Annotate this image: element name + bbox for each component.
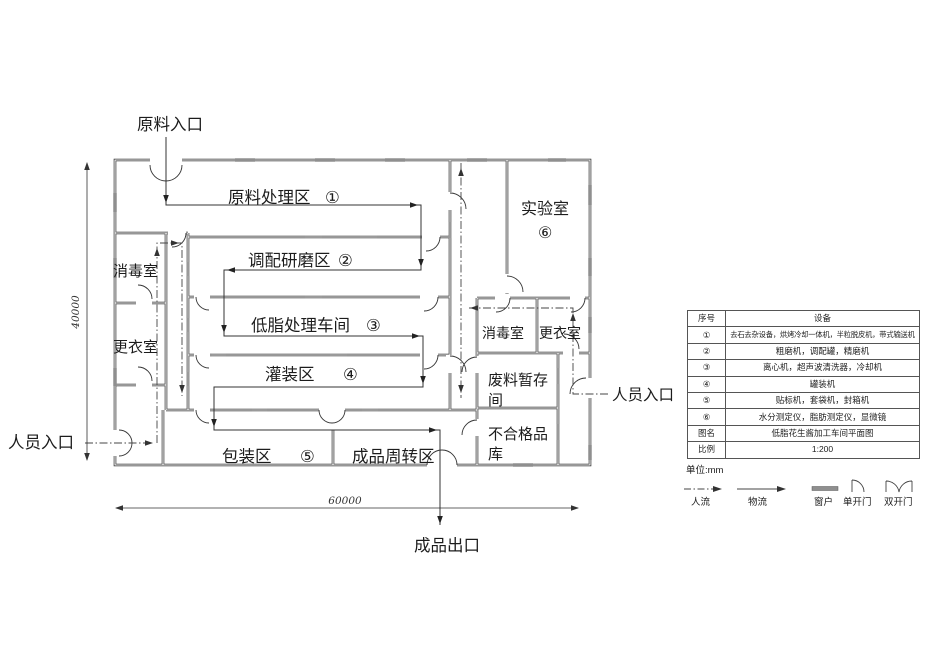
table-row: ③ 离心机，超声波清洗器，冷却机 <box>687 359 920 377</box>
row-equip: 贴标机，套袋机，封箱机 <box>725 391 920 410</box>
room-waste-line2: 间 <box>488 392 503 409</box>
room-reject-line1: 不合格品 <box>488 426 548 443</box>
row-no: ② <box>687 342 726 361</box>
table-row: ④ 罐装机 <box>687 375 920 393</box>
person-entrance-left-label: 人员入口 <box>8 433 74 452</box>
product-exit-label: 成品出口 <box>414 536 480 555</box>
windows <box>113 158 592 467</box>
table-row: ② 粗磨机，调配罐，精磨机 <box>687 342 920 361</box>
row-no: ⑥ <box>687 408 726 426</box>
room-raw-processing-no: ① <box>325 189 340 207</box>
row-no: ① <box>687 326 726 344</box>
room-blending-no: ② <box>338 252 353 270</box>
room-reject-line2: 库 <box>488 446 503 463</box>
room-waste-line1: 废料暂存 <box>488 372 548 389</box>
dimension-height: 40000 <box>70 295 82 330</box>
row-equip: 粗磨机，调配罐，精磨机 <box>725 342 920 361</box>
table-row: 图名 低脂花生酱加工车间平面图 <box>687 424 920 443</box>
legend: 人流 物流 窗户 单开门 双开门 <box>684 479 913 508</box>
row-equip: 去石去杂设备，烘烤冷却一体机，半粒脱皮机，带式输送机 <box>725 326 920 344</box>
col-header-no: 序号 <box>687 309 726 328</box>
room-filling: 灌装区 <box>265 365 315 384</box>
room-disinfect-left: 消毒室 <box>113 263 158 280</box>
row-no: ⑤ <box>687 391 726 410</box>
row-no: ④ <box>687 375 726 393</box>
room-lab: 实验室 <box>521 200 569 218</box>
row-equip: 1:200 <box>725 441 920 459</box>
room-labels: 原料处理区 ① 调配研磨区 ② 低脂处理车间 ③ 灌装区 ④ 包装区 ⑤ 成品周… <box>113 188 581 466</box>
material-flow-path <box>163 137 443 525</box>
walls <box>113 158 592 467</box>
material-flow-arrows <box>163 195 443 524</box>
room-disinfect-right: 消毒室 <box>482 325 524 341</box>
single-door-legend-icon <box>851 479 865 493</box>
room-dressing-left: 更衣室 <box>113 339 158 356</box>
row-no: 图名 <box>687 424 726 443</box>
room-lowfat: 低脂处理车间 <box>251 316 350 335</box>
col-header-equip: 设备 <box>725 309 920 328</box>
room-dressing-right: 更衣室 <box>539 325 581 341</box>
room-blending: 调配研磨区 <box>248 251 331 270</box>
people-flow-arrows <box>145 168 576 446</box>
window-legend-icon <box>811 486 839 491</box>
row-equip: 罐装机 <box>725 375 920 393</box>
dimension-width: 60000 <box>328 495 362 507</box>
dimension-lines: 40000 60000 <box>70 162 579 511</box>
table-row: ① 去石去杂设备，烘烤冷却一体机，半粒脱皮机，带式输送机 <box>687 326 920 344</box>
table-row: ⑥ 水分测定仪，脂肪测定仪，显微镜 <box>687 408 920 426</box>
row-equip: 水分测定仪，脂肪测定仪，显微镜 <box>725 408 920 426</box>
legend-single-door-label: 单开门 <box>843 496 872 508</box>
legend-window-label: 窗户 <box>814 496 833 508</box>
people-flow-path <box>85 163 608 446</box>
legend-material-flow-label: 物流 <box>748 496 768 508</box>
room-raw-processing: 原料处理区 <box>228 188 311 207</box>
room-filling-no: ④ <box>343 366 358 384</box>
room-lab-no: ⑥ <box>538 225 552 242</box>
table-header-row: 序号 设备 <box>687 309 920 328</box>
person-entrance-right-label: 人员入口 <box>612 386 674 404</box>
room-packaging-no: ⑤ <box>300 448 315 466</box>
unit-note: 单位:mm <box>686 464 724 476</box>
double-door-legend-icon <box>885 480 913 493</box>
equipment-table: 序号 设备 ① 去石去杂设备，烘烤冷却一体机，半粒脱皮机，带式输送机 ② 粗磨机… <box>687 309 920 459</box>
room-packaging: 包装区 <box>222 447 272 466</box>
room-turnover: 成品周转区 <box>352 447 435 466</box>
raw-entrance-label: 原料入口 <box>137 115 203 134</box>
table-row: 比例 1:200 <box>687 441 920 459</box>
row-no: 比例 <box>687 441 726 459</box>
row-equip: 低脂花生酱加工车间平面图 <box>725 424 920 443</box>
legend-people-flow-label: 人流 <box>691 496 711 508</box>
legend-double-door-label: 双开门 <box>884 496 913 508</box>
table-row: ⑤ 贴标机，套袋机，封箱机 <box>687 391 920 410</box>
row-equip: 离心机，超声波清洗器，冷却机 <box>725 359 920 377</box>
row-no: ③ <box>687 359 726 377</box>
room-lowfat-no: ③ <box>366 317 381 335</box>
